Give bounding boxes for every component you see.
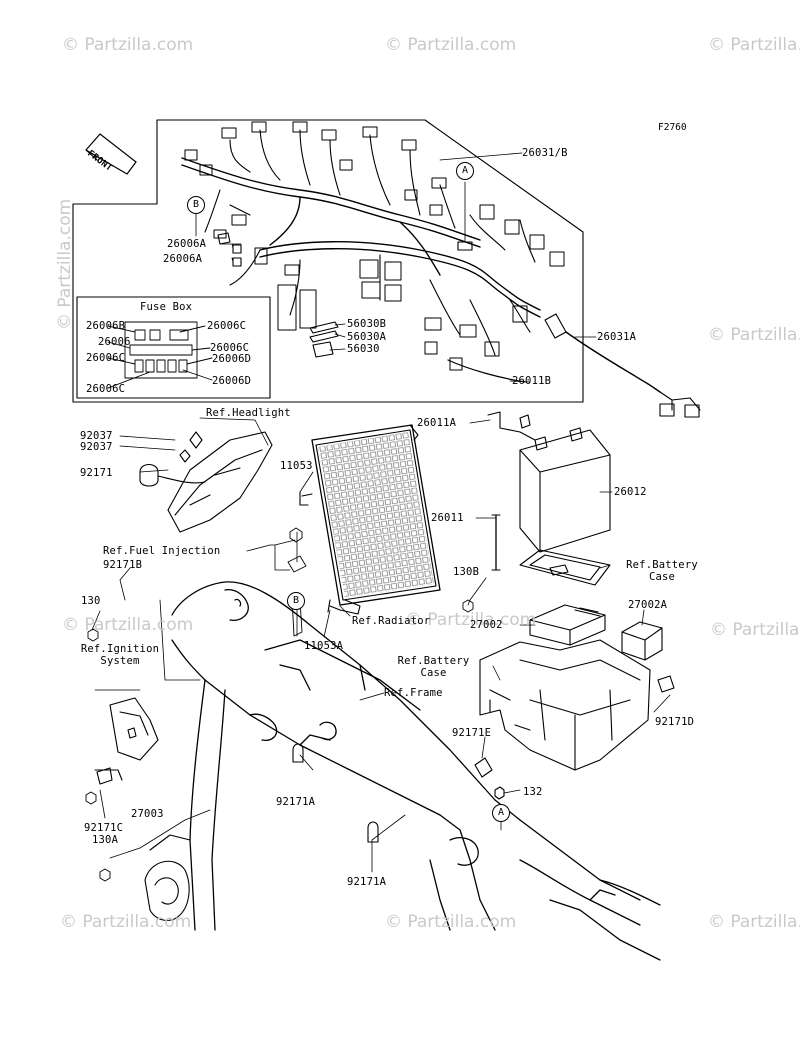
part-label-56030a: 56030A xyxy=(347,331,387,343)
watermark: © Partzilla.com xyxy=(55,198,75,330)
watermark: © Partzilla.com xyxy=(708,912,800,932)
battery-case-tray xyxy=(519,549,611,586)
part-label-92037: 92037 xyxy=(80,441,113,453)
ref-ignition-system: Ref.Ignition System xyxy=(70,643,170,667)
fuse-box-internals xyxy=(107,321,213,389)
part-label-27002: 27002 xyxy=(470,619,503,631)
part-label-26006c: 26006C xyxy=(207,320,247,332)
part-label-92037: 92037 xyxy=(80,430,113,442)
part-label-26031a: 26031A xyxy=(597,331,637,343)
ref-battery-case-line-2: Case xyxy=(420,667,447,679)
part-label-56030b: 56030B xyxy=(347,318,387,330)
ref-battery-case-line-2: Case xyxy=(648,571,676,583)
part-label-26006a: 26006A xyxy=(163,253,203,265)
fuse-box-title: Fuse Box xyxy=(138,301,195,313)
part-label-132: 132 xyxy=(523,786,543,798)
watermark: © Partzilla.com xyxy=(708,35,800,55)
part-label-92171: 92171 xyxy=(80,467,113,479)
callout-b-frame: B xyxy=(287,592,305,610)
figure-code: F2760 xyxy=(658,122,687,133)
callout-a-harness: A xyxy=(456,162,474,180)
leader-lines xyxy=(91,152,671,873)
watermark: © Partzilla.com xyxy=(62,35,194,55)
relay-27002a xyxy=(621,621,663,661)
part-label-130a: 130A xyxy=(92,834,119,846)
part-label-26006c: 26006C xyxy=(210,342,250,354)
ref-battery-case-upper: Ref.Battery Case xyxy=(612,559,712,583)
part-label-26006b: 26006B xyxy=(86,320,126,332)
front-arrow-icon xyxy=(85,133,137,175)
part-label-56030: 56030 xyxy=(347,343,380,355)
harness-branches xyxy=(204,129,536,356)
part-label-26006d: 26006D xyxy=(212,353,252,365)
battery-case-main xyxy=(479,639,675,771)
part-label-26006d: 26006D xyxy=(212,375,252,387)
harness-panel-outline xyxy=(72,119,584,403)
part-label-26006a: 26006A xyxy=(167,238,207,250)
harness-connectors xyxy=(184,121,565,371)
part-label-26012: 26012 xyxy=(614,486,647,498)
part-label-26006c: 26006C xyxy=(86,352,126,364)
watermark: © Partzilla.com xyxy=(385,912,517,932)
callout-b-harness: B xyxy=(187,196,205,214)
ref-fuel-injection: Ref.Fuel Injection xyxy=(103,545,221,557)
ref-radiator: Ref.Radiator xyxy=(352,615,431,627)
ignition-bracket xyxy=(94,689,159,785)
radiator xyxy=(311,424,441,606)
part-label-26011a: 26011A xyxy=(417,417,457,429)
watermark: © Partzilla.com xyxy=(710,620,800,640)
part-label-27003: 27003 xyxy=(131,808,164,820)
fuse-26006a-2 xyxy=(232,257,242,267)
harness-trunk xyxy=(181,157,541,318)
watermark: © Partzilla.com xyxy=(405,610,537,630)
ref-ignition-line-1: Ref.Ignition xyxy=(80,643,160,655)
horn-27003 xyxy=(144,834,191,921)
ref-battery-case-line-1: Ref.Battery xyxy=(626,559,698,571)
fuse-26006a-1 xyxy=(232,244,242,254)
part-label-11053: 11053 xyxy=(280,460,313,472)
sub-harness-26031a xyxy=(544,313,701,418)
part-label-92171d: 92171D xyxy=(655,716,695,728)
part-label-11053a: 11053A xyxy=(304,640,344,652)
part-label-27002a: 27002A xyxy=(628,599,668,611)
ref-ignition-line-2: System xyxy=(100,655,140,667)
headlight-bracket-assembly xyxy=(139,417,273,533)
watermark: © Partzilla.com xyxy=(385,35,517,55)
part-label-26011: 26011 xyxy=(431,512,464,524)
part-label-26011b: 26011B xyxy=(512,375,552,387)
ref-battery-case-lower: Ref.Battery Case xyxy=(386,655,481,679)
frame xyxy=(171,581,661,961)
part-label-26031b: 26031/B xyxy=(522,147,568,159)
part-label-92171e: 92171E xyxy=(452,727,492,739)
battery-26012 xyxy=(487,411,611,571)
part-label-92171a: 92171A xyxy=(347,876,387,888)
ref-frame: Ref.Frame xyxy=(384,687,443,699)
watermark: © Partzilla.com xyxy=(62,615,194,635)
ref-headlight: Ref.Headlight xyxy=(206,407,291,419)
callout-a-frame: A xyxy=(492,804,510,822)
ecu-27002 xyxy=(529,604,606,646)
harness-grommet xyxy=(457,241,473,251)
part-label-130: 130 xyxy=(81,595,101,607)
watermark: © Partzilla.com xyxy=(60,912,192,932)
part-label-26006c: 26006C xyxy=(86,383,126,395)
part-label-92171b: 92171B xyxy=(103,559,143,571)
part-label-92171c: 92171C xyxy=(84,822,124,834)
fuse-box-panel xyxy=(76,296,271,399)
part-label-26006: 26006 xyxy=(98,336,131,348)
part-label-130b: 130B xyxy=(453,566,480,578)
watermark: © Partzilla.com xyxy=(708,325,800,345)
part-label-92171a: 92171A xyxy=(276,796,316,808)
ref-battery-case-line-1: Ref.Battery xyxy=(397,655,470,667)
